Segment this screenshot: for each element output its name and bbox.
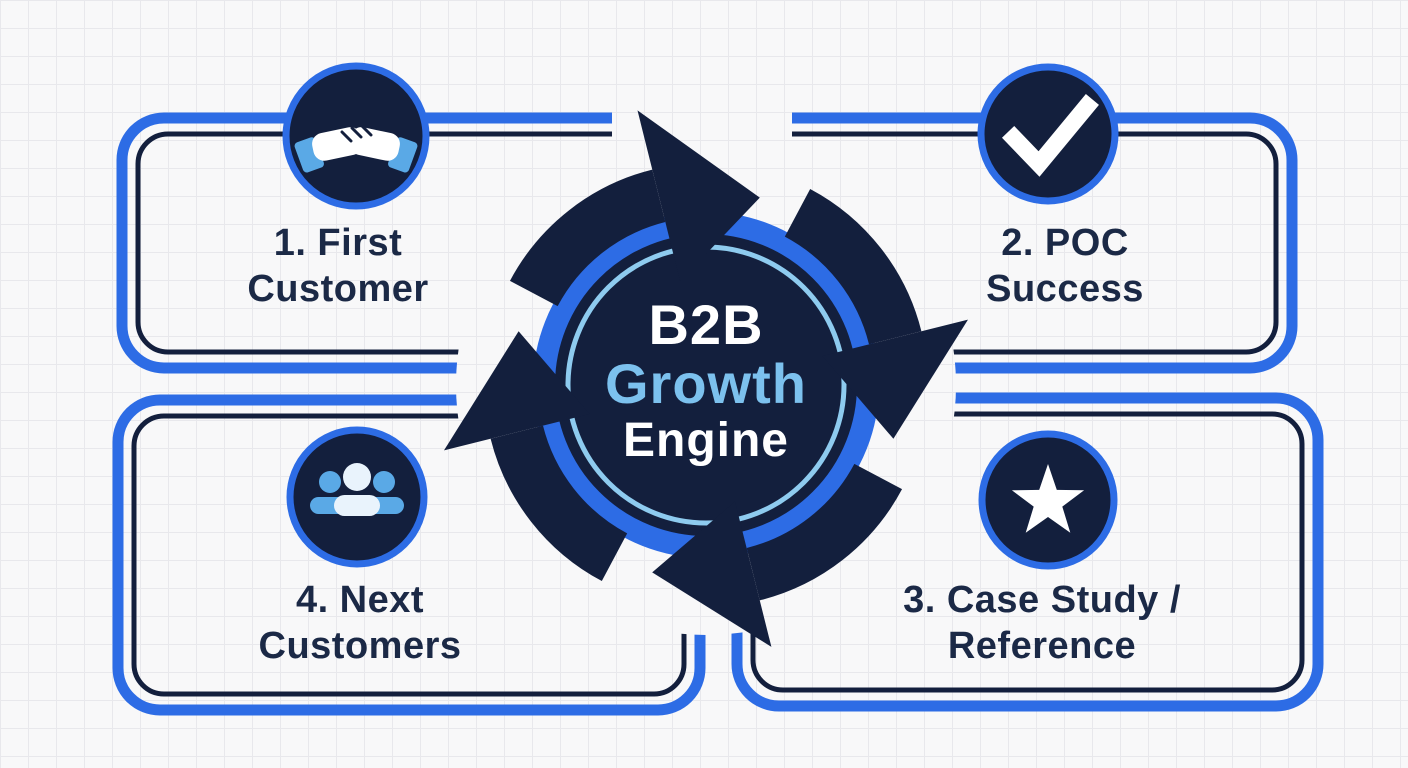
handshake-icon xyxy=(282,62,430,210)
center-title-line1: B2B xyxy=(648,293,764,356)
arrowhead-bottom xyxy=(652,501,772,647)
people-icon xyxy=(286,426,428,568)
arrowhead-top xyxy=(637,110,760,282)
step-label-poc-success: 2. POC Success xyxy=(986,222,1144,311)
checkmark-icon xyxy=(977,63,1119,205)
center-title-line3: Engine xyxy=(622,414,789,467)
step-label-first-customer: 1. First Customer xyxy=(247,222,429,311)
star-icon xyxy=(978,430,1118,570)
step-label-next-customers: 4. Next Customers xyxy=(258,579,462,668)
arrowhead-right xyxy=(822,319,968,439)
cycle-arrows xyxy=(444,110,968,647)
step-label-case-study-reference: 3. Case Study / Reference xyxy=(903,579,1181,668)
center-title: B2B Growth Engine xyxy=(546,296,866,468)
arrowhead-left xyxy=(444,331,590,451)
center-title-line2: Growth xyxy=(605,352,807,415)
